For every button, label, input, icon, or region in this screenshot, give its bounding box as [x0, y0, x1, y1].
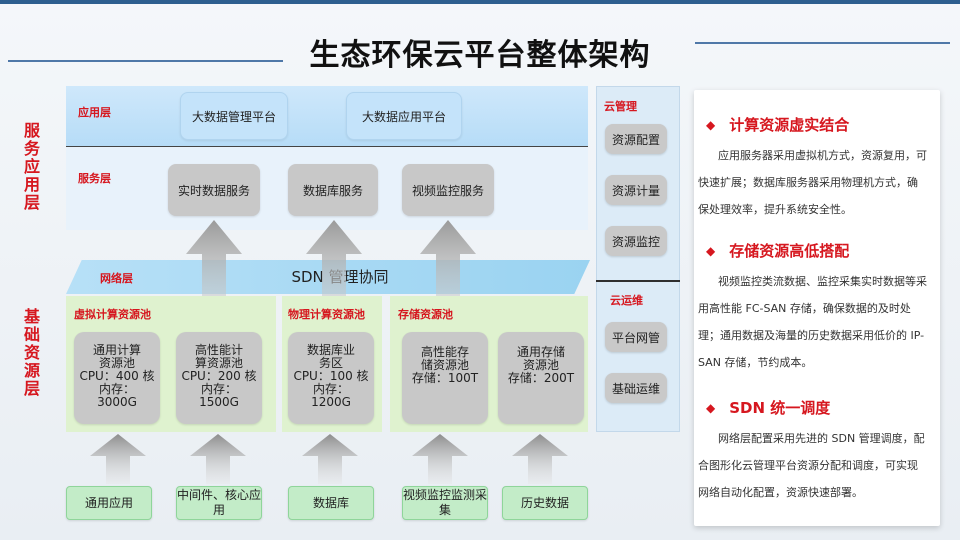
source-general-application[interactable]: 通用应用: [66, 486, 152, 520]
pool-box-cpu: CPU：400 核: [79, 369, 155, 383]
section-body-sdn: 网络层配置采用先进的 SDN 管理调度，配合图形化云管理平台资源分配和调度，可实…: [698, 432, 925, 499]
pool-box-name: 高性能存储资源池: [420, 345, 469, 372]
description-card: [694, 90, 940, 526]
pool-box-cpu: CPU：200 核: [181, 369, 257, 383]
general-storage-pool[interactable]: 通用存储资源池 存储：200T: [498, 332, 584, 424]
section-body-storage: 视频监控类流数据、监控采集实时数据等采用高性能 FC-SAN 存储，确保数据的及…: [698, 275, 927, 369]
section-heading-sdn: ◆ SDN 统一调度: [706, 397, 830, 418]
pool-box-mem: 3000G: [97, 395, 137, 409]
video-monitoring-service[interactable]: 视频监控服务: [402, 164, 494, 216]
pool-box-name: 数据库业务区: [306, 343, 355, 370]
database-business-zone[interactable]: 数据库业务区 CPU：100 核 内存： 1200G: [288, 332, 374, 424]
title-rule-left: [8, 60, 283, 62]
section-body-compute: 应用服务器采用虚拟机方式，资源复用，可快速扩展；数据库服务器采用物理机方式，确保…: [698, 149, 927, 216]
small-arrow-1: [90, 434, 146, 484]
pool-box-mem-label: 内存：: [98, 382, 135, 396]
big-data-management-platform[interactable]: 大数据管理平台: [180, 92, 288, 140]
resource-monitoring-button[interactable]: 资源监控: [605, 226, 667, 256]
source-historical-data[interactable]: 历史数据: [502, 486, 588, 520]
source-video-monitoring[interactable]: 视频监控监测采集: [402, 486, 488, 520]
title-rule-right: [695, 42, 950, 44]
diamond-bullet-icon: ◆: [706, 244, 716, 258]
pool-box-name: 通用存储资源池: [516, 345, 565, 372]
vertical-label-service-app: 服务应用层: [21, 122, 40, 212]
source-database[interactable]: 数据库: [288, 486, 374, 520]
resource-metering-button[interactable]: 资源计量: [605, 175, 667, 205]
high-performance-compute-pool[interactable]: 高性能计算资源池 CPU：200 核 内存： 1500G: [176, 332, 262, 424]
storage-pool-title: 存储资源池: [398, 308, 453, 321]
pool-box-name: 通用计算资源池: [92, 343, 141, 370]
diamond-bullet-icon: ◆: [706, 118, 716, 132]
pool-box-cpu: CPU：100 核: [293, 369, 369, 383]
page-title: 生态环保云平台整体架构: [309, 38, 651, 73]
pool-box-name: 高性能计算资源池: [194, 343, 243, 370]
small-arrow-5: [512, 434, 568, 484]
source-middleware-core-app[interactable]: 中间件、核心应用: [176, 486, 262, 520]
section-heading-storage: ◆ 存储资源高低搭配: [706, 240, 849, 261]
database-service[interactable]: 数据库服务: [288, 164, 378, 216]
pool-box-mem: 1200G: [311, 395, 351, 409]
small-arrow-2: [190, 434, 246, 484]
pool-box-capacity: 存储：100T: [411, 371, 479, 385]
general-compute-pool[interactable]: 通用计算资源池 CPU：400 核 内存： 3000G: [74, 332, 160, 424]
upward-arrow-3: [420, 220, 476, 340]
pool-box-mem: 1500G: [199, 395, 239, 409]
cloud-management-label: 云管理: [604, 100, 637, 113]
resource-configuration-button[interactable]: 资源配置: [605, 124, 667, 154]
big-data-application-platform[interactable]: 大数据应用平台: [346, 92, 462, 140]
application-layer-label: 应用层: [78, 106, 111, 119]
layer-divider: [66, 146, 588, 147]
realtime-data-service[interactable]: 实时数据服务: [168, 164, 260, 216]
pool-box-capacity: 存储：200T: [507, 371, 575, 385]
physical-pool-title: 物理计算资源池: [288, 308, 365, 321]
platform-network-mgmt-button[interactable]: 平台网管: [605, 322, 667, 352]
vertical-label-base-resource: 基础资源层: [21, 308, 40, 398]
section-heading-text: 计算资源虚实结合: [729, 116, 850, 134]
basic-ops-button[interactable]: 基础运维: [605, 373, 667, 403]
section-heading-compute: ◆ 计算资源虚实结合: [706, 114, 849, 135]
service-layer-label: 服务层: [78, 172, 111, 185]
small-arrow-4: [412, 434, 468, 484]
upward-arrow-2: [306, 220, 362, 340]
section-heading-text: SDN 统一调度: [729, 399, 831, 417]
diamond-bullet-icon: ◆: [706, 401, 716, 415]
application-layer-band: [66, 86, 588, 146]
pool-box-mem-label: 内存：: [312, 382, 349, 396]
panel-divider: [596, 280, 680, 282]
high-performance-storage-pool[interactable]: 高性能存储资源池 存储：100T: [402, 332, 488, 424]
section-heading-text: 存储资源高低搭配: [729, 242, 850, 260]
top-accent-bar: [0, 0, 960, 4]
small-arrow-3: [302, 434, 358, 484]
virtual-pool-title: 虚拟计算资源池: [74, 308, 151, 321]
network-layer-label: 网络层: [100, 272, 133, 285]
upward-arrow-1: [186, 220, 242, 340]
pool-box-mem-label: 内存：: [200, 382, 237, 396]
cloud-ops-label: 云运维: [610, 294, 643, 307]
